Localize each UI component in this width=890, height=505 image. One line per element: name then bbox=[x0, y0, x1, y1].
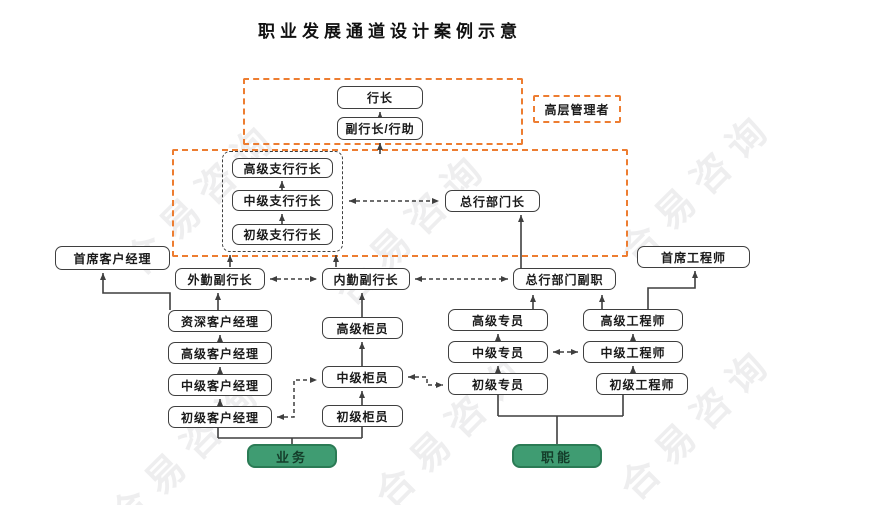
node-mid-engineer: 中级工程师 bbox=[583, 341, 683, 363]
node-hq-dept-head: 总行部门长 bbox=[445, 190, 540, 212]
node-field-vice-president: 外勤副行长 bbox=[175, 268, 265, 290]
node-mid-teller: 中级柜员 bbox=[322, 366, 403, 388]
solid-connectors bbox=[100, 112, 698, 444]
dashed-connectors bbox=[270, 198, 578, 420]
node-mid-account-manager: 中级客户经理 bbox=[168, 374, 272, 396]
node-junior-engineer: 初级工程师 bbox=[596, 373, 688, 395]
node-chief-engineer: 首席工程师 bbox=[637, 246, 750, 268]
node-functional-track: 职能 bbox=[512, 444, 602, 468]
page-title: 职业发展通道设计案例示意 bbox=[258, 22, 522, 42]
node-senior-account-manager: 高级客户经理 bbox=[168, 342, 272, 364]
node-junior-branch-president: 初级支行行长 bbox=[232, 224, 333, 245]
node-junior-teller: 初级柜员 bbox=[322, 405, 403, 427]
node-veteran-account-manager: 资深客户经理 bbox=[168, 310, 272, 332]
branch-president-ladder-box bbox=[222, 151, 343, 252]
node-mid-branch-president: 中级支行行长 bbox=[232, 190, 333, 211]
node-senior-engineer: 高级工程师 bbox=[583, 309, 683, 331]
node-president: 行长 bbox=[337, 86, 423, 109]
node-senior-branch-president: 高级支行行长 bbox=[232, 158, 333, 178]
node-senior-teller: 高级柜员 bbox=[322, 317, 403, 339]
node-vice-president: 副行长/行助 bbox=[337, 117, 423, 140]
node-mid-specialist: 中级专员 bbox=[448, 341, 548, 363]
node-junior-account-manager: 初级客户经理 bbox=[168, 406, 272, 428]
middle-management-group-box bbox=[172, 149, 628, 257]
node-business-track: 业务 bbox=[247, 444, 337, 468]
senior-management-group-box bbox=[243, 78, 523, 145]
node-junior-specialist: 初级专员 bbox=[448, 373, 548, 395]
node-hq-dept-deputy: 总行部门副职 bbox=[513, 268, 616, 290]
node-chief-account-manager: 首席客户经理 bbox=[55, 246, 170, 270]
node-senior-specialist: 高级专员 bbox=[448, 309, 548, 331]
senior-managers-label: 高层管理者 bbox=[533, 95, 621, 123]
node-internal-vice-president: 内勤副行长 bbox=[322, 268, 410, 290]
